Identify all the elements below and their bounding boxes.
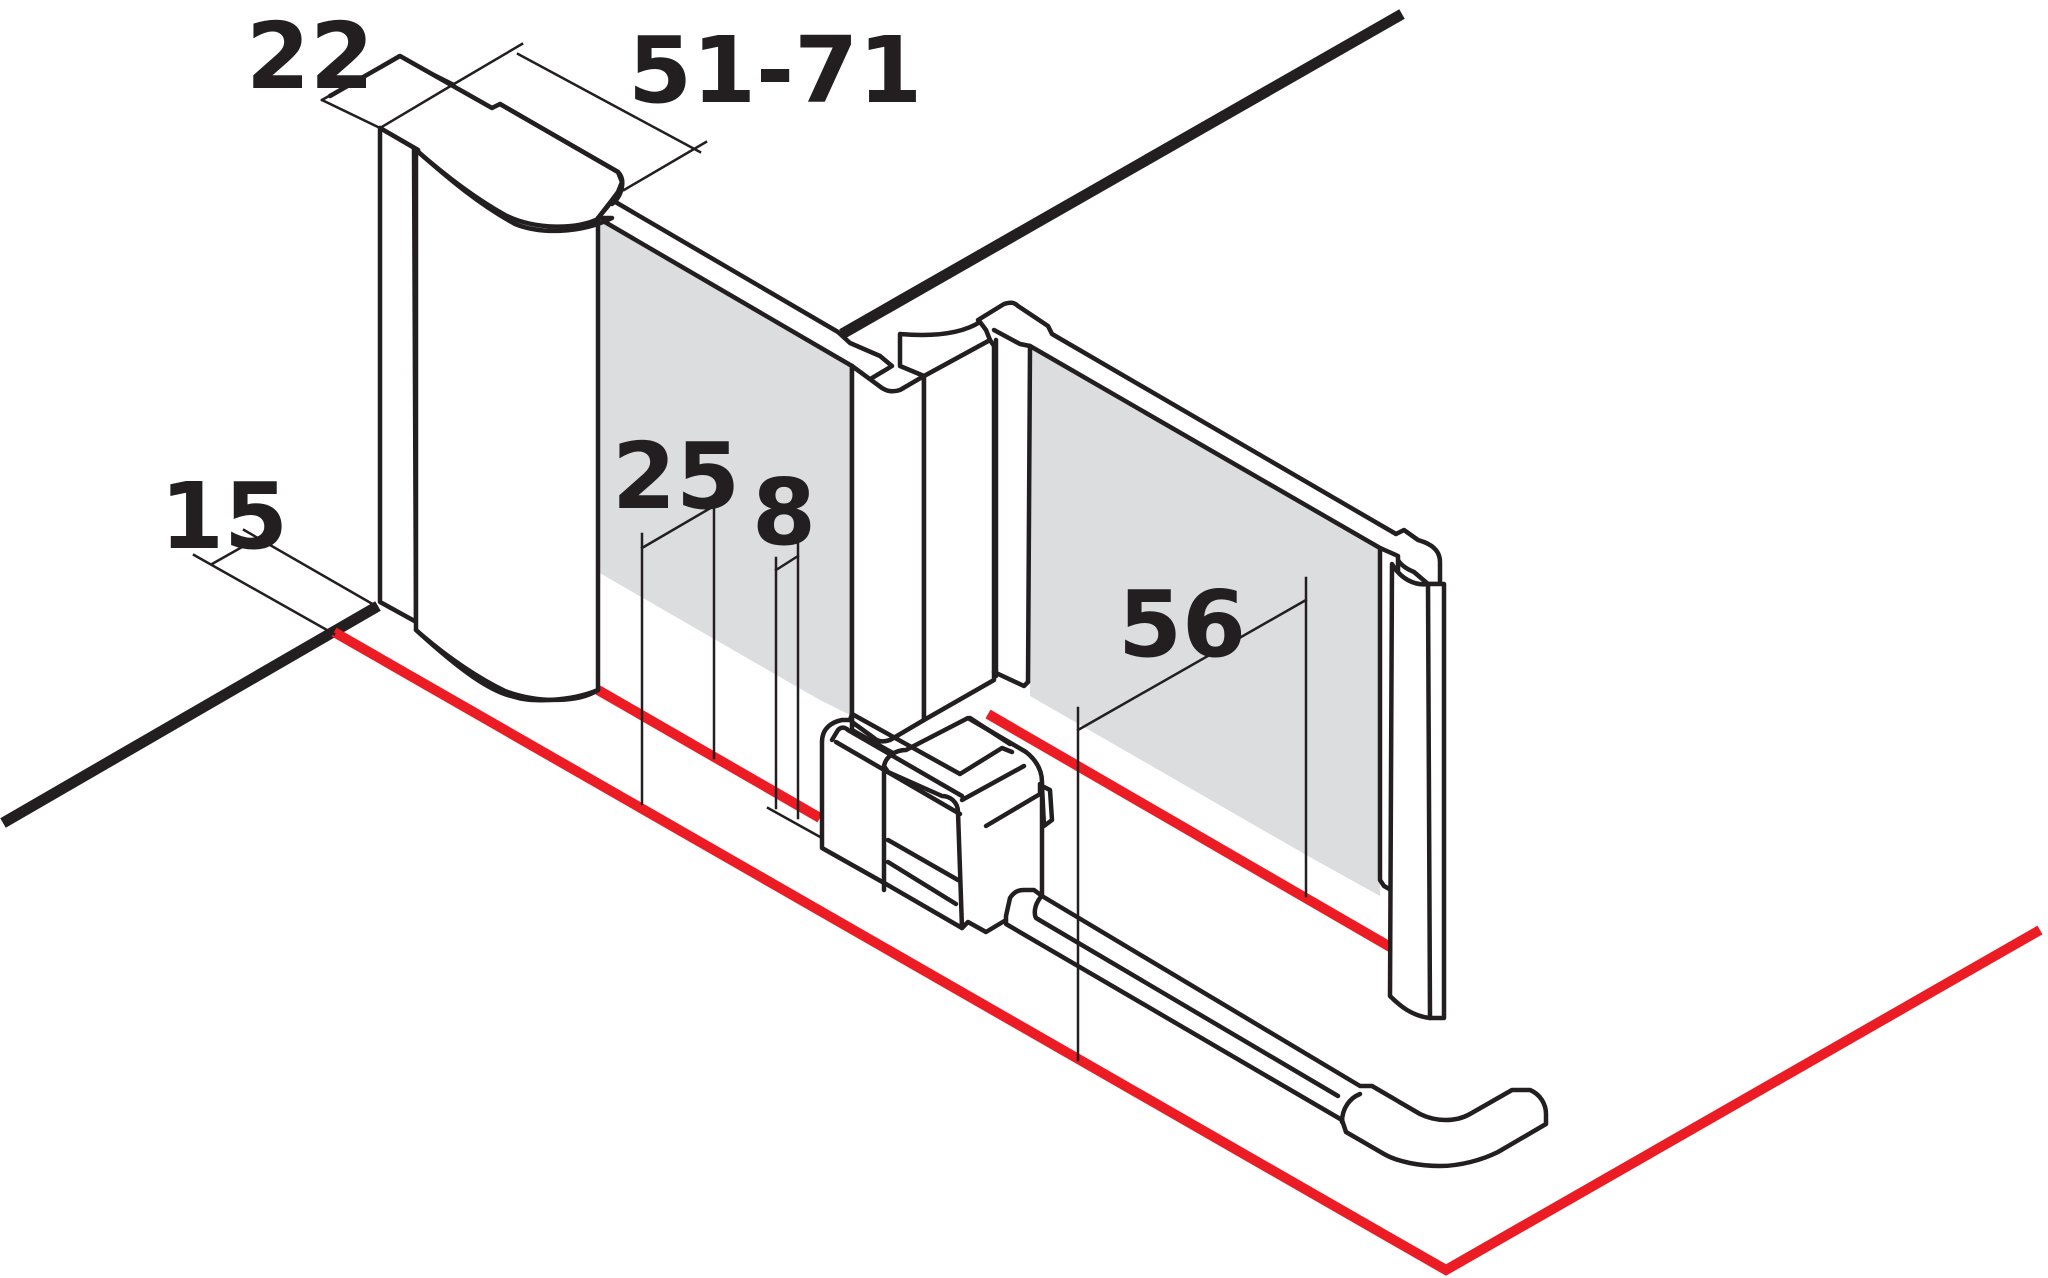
center-post-top [897,319,993,379]
dim-8-lines [766,540,824,840]
dim-label-56: 56 [1118,571,1246,678]
bottom-guide-rail [1003,887,1549,1169]
bottom-guide-rail-inner [1032,895,1363,1125]
dim-label-15: 15 [160,463,288,570]
right-profile-line [1425,581,1433,1021]
dim-label-25: 25 [612,423,740,530]
right-panel-top-rail [975,300,1443,587]
dim-label-8: 8 [752,459,816,566]
floor-box-side-tab [1039,783,1055,829]
glass-panel-right [1030,346,1380,896]
post-bottom-joint [991,669,1031,689]
floor-line-right-panel [985,709,1395,953]
dim-label-22: 22 [246,3,374,110]
floor-box-left [819,717,965,931]
side-wall-line [0,601,381,828]
floor-box-inner [829,725,1043,907]
floor-line-left-panel [595,685,823,823]
dim-22-lines [320,54,456,130]
dim-51-71-lines [452,42,708,192]
floor-outline [331,627,2043,1276]
center-post-side [921,337,997,723]
glass-panel-left [598,218,852,716]
floor-box-top [847,711,1015,777]
right-door-panel [1387,561,1447,1021]
top-connector-profile [377,101,625,207]
left-door-top-curve [413,147,603,229]
left-door-bottom-curve [413,627,601,703]
dim-15-lines [192,528,378,636]
right-panel-left-edge [1025,343,1033,685]
dim-56-lines [1076,576,1308,1062]
dim-25-lines [640,496,716,806]
center-post-front [849,363,927,744]
left-door-panel [413,147,615,703]
dim-label-51-71: 51-71 [628,17,922,124]
back-wall-line [839,9,1405,339]
